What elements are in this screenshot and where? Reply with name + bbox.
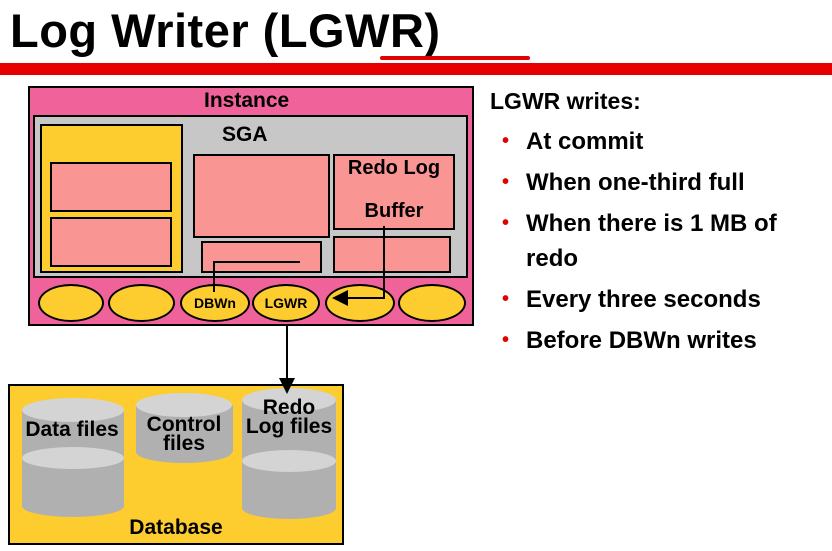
instance-label: Instance <box>204 89 290 112</box>
sga-sub-box <box>201 241 322 273</box>
lgwr-process-oval: LGWR <box>252 284 320 322</box>
notes-bullet-list: • At commit • When one-third full • When th… <box>500 124 830 364</box>
background-processes-bar <box>33 283 468 323</box>
process-oval <box>398 284 466 322</box>
bullet-item: • Before DBWn writes <box>500 323 830 358</box>
bullet-dot-icon: • <box>502 288 510 310</box>
bullet-dot-icon: • <box>502 329 510 351</box>
cache-to-dbwn-line <box>213 261 300 292</box>
bullet-text: Before DBWn writes <box>526 327 757 354</box>
bullet-dot-icon: • <box>502 171 510 193</box>
bullet-item: • When there is 1 MB of redo <box>500 206 830 276</box>
redo-log-files-cylinder <box>242 388 336 519</box>
title-underline <box>380 56 530 60</box>
title-divider-bar <box>0 63 832 75</box>
process-oval <box>38 284 104 322</box>
bullet-text: Every three seconds <box>526 286 761 313</box>
redo-log-files-label: Redo Log files <box>245 396 333 438</box>
data-files-cylinder <box>22 398 124 517</box>
bullet-text: When one-third full <box>526 169 745 196</box>
database-label: Database <box>129 516 223 539</box>
shared-pool-sub-box <box>50 162 172 212</box>
bullet-dot-icon: • <box>502 212 510 234</box>
process-oval <box>108 284 175 322</box>
data-files-label: Data files <box>25 418 119 441</box>
notes-heading: LGWR writes: <box>490 88 641 114</box>
bullet-text: At commit <box>526 128 644 155</box>
bullet-item: • Every three seconds <box>500 282 830 317</box>
control-files-cylinder <box>136 393 233 463</box>
redo-log-buffer-box <box>333 154 455 230</box>
redo-log-buffer-label: Buffer <box>364 200 424 222</box>
bullet-text: When there is 1 MB of redo <box>526 210 777 272</box>
bullet-item: • At commit <box>500 124 830 159</box>
sga-sub-box <box>333 236 451 273</box>
bullet-item: • When one-third full <box>500 165 830 200</box>
control-files-label: Control files <box>146 413 222 455</box>
slide-title: Log Writer (LGWR) <box>10 4 441 57</box>
redo-log-buffer-label: Redo Log <box>347 157 441 179</box>
buffer-cache-box <box>193 154 330 238</box>
redo-to-lgwr-arrow <box>332 226 385 306</box>
sga-label: SGA <box>222 123 268 146</box>
shared-pool-sub-box <box>50 217 172 267</box>
bullet-dot-icon: • <box>502 130 510 152</box>
